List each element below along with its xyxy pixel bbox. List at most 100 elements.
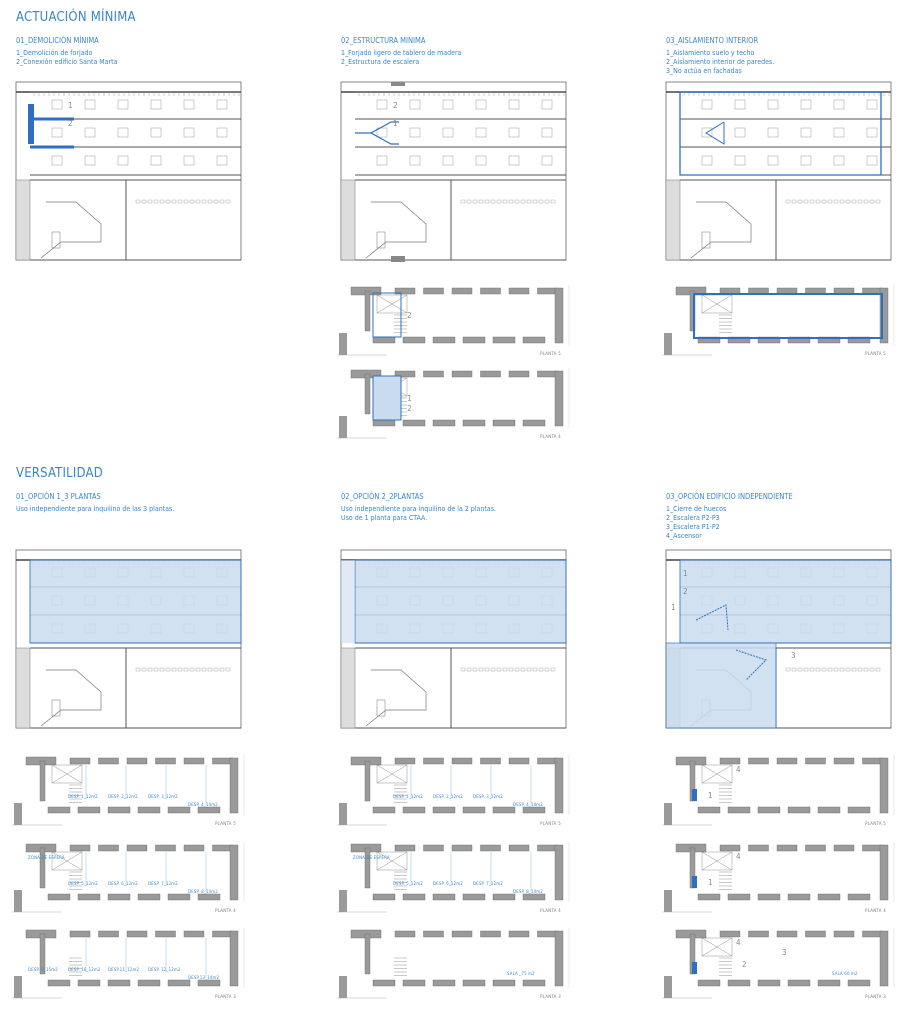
- x: [51, 851, 83, 871]
- wall-pier: [69, 757, 91, 765]
- wall-pier: [432, 979, 456, 987]
- wall-pier: [787, 893, 811, 901]
- beam: [550, 199, 556, 204]
- staircase: [690, 201, 752, 259]
- room-label: SALA 60 m2: [832, 972, 858, 977]
- wall-pier: [402, 979, 426, 987]
- room-label: DESP. 5_12m2: [68, 882, 98, 887]
- window: [216, 99, 228, 110]
- wall-pier: [197, 979, 221, 987]
- beam: [171, 667, 177, 672]
- wall-pier: [480, 930, 501, 938]
- window: [701, 99, 713, 110]
- panel-item: 1_Demolición de forjado: [16, 49, 93, 57]
- wall-pier: [697, 806, 721, 814]
- callout-number: 2: [407, 404, 412, 413]
- wall-pier: [727, 806, 751, 814]
- beam: [225, 199, 231, 204]
- wall: [879, 757, 889, 814]
- window: [833, 155, 845, 166]
- room-label: DESP.11_12m2: [108, 968, 140, 973]
- callout-number: 4: [736, 938, 741, 947]
- window: [216, 127, 228, 138]
- panel-title: 02_ESTRUCTURA MINIMA: [341, 36, 426, 45]
- window: [767, 127, 779, 138]
- wall-pier: [98, 757, 119, 765]
- beam: [839, 199, 845, 204]
- wall-pier: [480, 287, 501, 295]
- window: [866, 127, 878, 138]
- wall-pier: [787, 806, 811, 814]
- wall-pier: [394, 930, 416, 938]
- wall-pier: [537, 370, 558, 378]
- adjacent-wall: [664, 890, 672, 912]
- tenant-area-extension: [341, 560, 355, 643]
- callout-number: 2: [742, 960, 747, 969]
- wall-pier: [372, 979, 396, 987]
- lift-void: [376, 851, 408, 871]
- panel-item: 1_Aislamiento suelo y techo: [666, 49, 755, 57]
- window: [508, 155, 520, 166]
- adjacent-building: [15, 179, 31, 261]
- beam: [526, 667, 532, 672]
- panel-item: 3_Escalera P1-P2: [666, 523, 720, 531]
- beam: [147, 667, 153, 672]
- beam: [797, 667, 803, 672]
- wall: [554, 287, 564, 344]
- wall-pier: [47, 806, 71, 814]
- wall-pier: [167, 893, 191, 901]
- panel-item: 2_Estructura de escalera: [341, 58, 420, 66]
- beam: [520, 199, 526, 204]
- wall-pier: [155, 930, 176, 938]
- stair-structure: [370, 132, 399, 145]
- lift-void: [701, 851, 733, 871]
- beam: [207, 199, 213, 204]
- wall-pier: [492, 336, 516, 344]
- beam: [153, 667, 159, 672]
- plan-drawing: [337, 928, 570, 999]
- wall-pier: [847, 979, 871, 987]
- wall-pier: [137, 806, 161, 814]
- window: [376, 99, 388, 110]
- plan-drawing: [662, 928, 895, 999]
- wall: [364, 290, 371, 332]
- callout-number: 3: [782, 948, 787, 957]
- beam: [833, 667, 839, 672]
- stair-structure: [355, 121, 399, 134]
- adjacent-wall: [339, 416, 347, 438]
- beam: [502, 199, 508, 204]
- panel-title: 03_OPCIÓN EDIFICIO INDEPENDIENTE: [666, 492, 793, 501]
- beam: [159, 667, 165, 672]
- wall-pier: [805, 930, 826, 938]
- wall: [229, 757, 239, 814]
- floor-name: PLANTA 4: [540, 909, 561, 914]
- staircase: [40, 669, 102, 727]
- window: [51, 99, 63, 110]
- beam: [803, 199, 809, 204]
- room-label: DESP. 3_12m2: [473, 795, 503, 800]
- wall-pier: [394, 757, 416, 765]
- plan-drawing: [12, 755, 245, 826]
- wall-pier: [817, 893, 841, 901]
- tenant-area: [29, 559, 242, 644]
- floor-name: PLANTA 5: [540, 352, 561, 357]
- floor-name: PLANTA 3: [865, 995, 886, 1000]
- building-section: [340, 549, 567, 729]
- wall-pier: [776, 844, 798, 852]
- panel-title: 02_OPCIÓN 2_2PLANTAS: [341, 492, 424, 501]
- section-outline: [665, 81, 892, 261]
- beam: [183, 667, 189, 672]
- beam: [183, 199, 189, 204]
- window: [183, 155, 195, 166]
- panel-item: 4_Ascensor: [666, 532, 702, 540]
- closed-opening: [692, 962, 697, 974]
- beam: [508, 199, 514, 204]
- window: [475, 99, 487, 110]
- wall-pier: [817, 806, 841, 814]
- callout-number: 4: [736, 765, 741, 774]
- wall-pier: [372, 419, 396, 427]
- adjacent-wall: [14, 890, 22, 912]
- callout-number: 1: [683, 569, 688, 578]
- callout-number: 1: [671, 603, 676, 612]
